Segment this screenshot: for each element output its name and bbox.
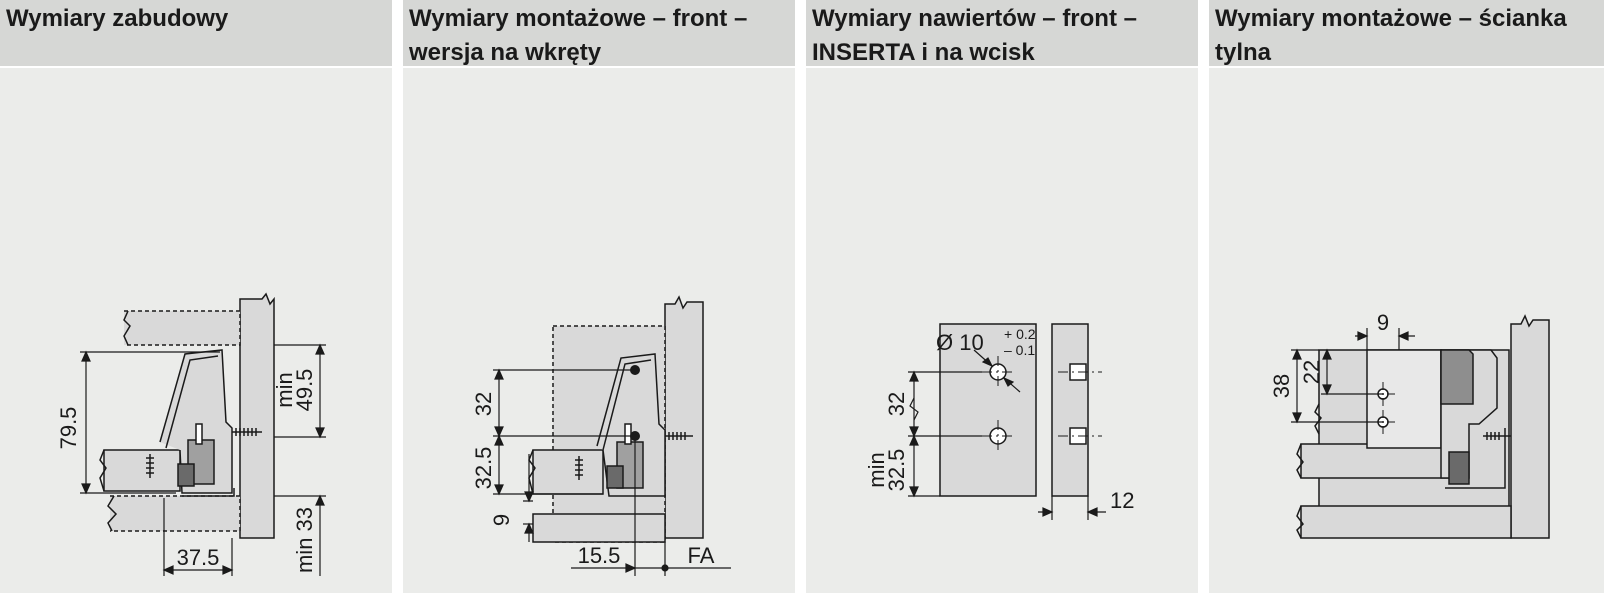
cabinet-side-wall bbox=[1510, 314, 1550, 539]
depth-label: 12 bbox=[1110, 488, 1134, 513]
title-line-1: Wymiary zabudowy bbox=[6, 5, 229, 32]
locking-device bbox=[1448, 451, 1470, 485]
front-screw bbox=[146, 454, 154, 478]
hole-spacing-label: 22 bbox=[1299, 360, 1324, 384]
upper-break-line bbox=[123, 310, 131, 346]
offset-label: 15.5 bbox=[578, 543, 621, 568]
cabinet-side-wall bbox=[239, 292, 275, 539]
tolerance-plus-label: + 0.2 bbox=[1004, 326, 1036, 342]
bracket-pin bbox=[195, 423, 203, 445]
installation-drawing: 79.5 min 49.5 min 33 37.5 bbox=[56, 292, 326, 576]
panel-header: Wymiary montażowe – front – wersja na wk… bbox=[403, 0, 795, 68]
front-panel-section bbox=[1051, 323, 1089, 497]
panel-header: Wymiary montażowe – ścianka tylna bbox=[1209, 0, 1604, 68]
upper-spacing-label: 32 bbox=[471, 392, 496, 416]
lower-drawer-outline bbox=[110, 495, 241, 532]
locking-device bbox=[177, 463, 195, 487]
drawer-screw bbox=[575, 456, 583, 480]
panel-drilling-dimensions: Wymiary nawiertów – front – INSERTA i na… bbox=[806, 0, 1198, 593]
drilling-drawing: Ø 10 + 0.2 – 0.1 32 min 32.5 12 bbox=[864, 323, 1134, 520]
drawer-panel bbox=[532, 449, 604, 495]
drawer-bottom-panel bbox=[103, 449, 181, 492]
height-label: 38 bbox=[1269, 374, 1294, 398]
locking-device bbox=[606, 465, 624, 489]
fa-label: FA bbox=[688, 543, 715, 568]
front-screw-drawing: 32 32.5 9 15.5 FA bbox=[471, 295, 731, 576]
panel-title: Wymiary montażowe – front – wersja na wk… bbox=[409, 2, 789, 70]
panel-back-panel-mounting: Wymiary montażowe – ścianka tylna bbox=[1209, 0, 1604, 593]
title-line-1: Wymiary nawiertów – front – bbox=[812, 5, 1137, 32]
panel-header: Wymiary zabudowy bbox=[0, 0, 392, 68]
title-line-1: Wymiary montażowe – front – bbox=[409, 5, 748, 32]
profile-inner-line bbox=[165, 355, 219, 449]
side-screw bbox=[232, 428, 262, 436]
drawer-bottom-break bbox=[1296, 443, 1304, 479]
top-gap-value-label: 49.5 bbox=[292, 369, 317, 412]
drawer-bottom-panel bbox=[1300, 443, 1450, 479]
front-screw bbox=[665, 432, 693, 440]
top-gap-min-label: min bbox=[272, 372, 297, 407]
panel-title: Wymiary zabudowy bbox=[6, 2, 386, 36]
back-panel-break bbox=[1314, 403, 1322, 435]
drawer-break-line bbox=[99, 449, 107, 492]
panel-title: Wymiary nawiertów – front – INSERTA i na… bbox=[812, 2, 1192, 70]
panel-front-screw-mounting: Wymiary montażowe – front – wersja na wk… bbox=[403, 0, 795, 593]
title-line-1: Wymiary montażowe – ścianka bbox=[1215, 5, 1567, 32]
lower-spacing-label: 32.5 bbox=[884, 449, 909, 492]
width-label: 9 bbox=[1377, 310, 1389, 335]
front-panel-face bbox=[939, 323, 1037, 497]
back-screw bbox=[1483, 432, 1511, 440]
title-line-2: INSERTA i na wcisk bbox=[812, 39, 1035, 66]
front-panel bbox=[664, 295, 704, 539]
width-label: 37.5 bbox=[177, 545, 220, 570]
dark-runner-part bbox=[1440, 349, 1474, 405]
lower-break-line bbox=[107, 495, 118, 532]
runner-rail bbox=[1445, 428, 1506, 489]
panel-header: Wymiary nawiertów – front – INSERTA i na… bbox=[806, 0, 1198, 68]
profile-inner-line bbox=[602, 359, 652, 451]
panel-installation-dimensions: Wymiary zabudowy bbox=[0, 0, 392, 593]
lower-min-label: min bbox=[864, 452, 889, 487]
lower-spacing-label: 32.5 bbox=[471, 447, 496, 490]
drawer-bottom bbox=[532, 513, 666, 543]
title-line-2: wersja na wkręty bbox=[409, 39, 602, 66]
height-label: 79.5 bbox=[56, 407, 81, 450]
diameter-label: Ø 10 bbox=[936, 330, 984, 355]
bracket-pin bbox=[624, 423, 632, 445]
bottom-offset-label: 9 bbox=[489, 514, 514, 526]
panel-title: Wymiary montażowe – ścianka tylna bbox=[1215, 2, 1598, 70]
back-panel-drawing: 9 22 38 bbox=[1269, 310, 1550, 539]
bottom-gap-label: min 33 bbox=[292, 507, 317, 573]
upper-drawer-outline bbox=[124, 310, 241, 346]
title-line-2: tylna bbox=[1215, 39, 1272, 66]
upper-spacing-label: 32 bbox=[884, 392, 909, 416]
drawer-break-line bbox=[528, 449, 536, 495]
rear-bracket bbox=[1366, 349, 1442, 449]
runner-base bbox=[182, 488, 235, 497]
cabinet-bottom bbox=[1300, 505, 1512, 539]
cabinet-bottom-break bbox=[1296, 505, 1304, 539]
tolerance-minus-label: – 0.1 bbox=[1004, 342, 1035, 358]
